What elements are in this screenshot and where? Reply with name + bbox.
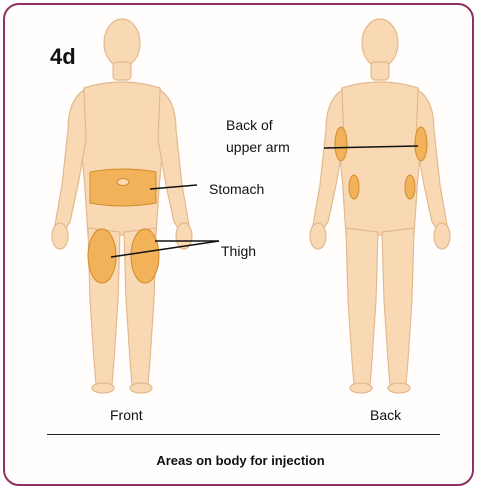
right-flank-area: [405, 175, 415, 199]
right-thigh-injection-area: [131, 229, 159, 283]
navel-marker: [117, 179, 129, 186]
left-flank-area: [349, 175, 359, 199]
stomach-injection-area: [90, 169, 156, 206]
back-view-label: Back: [370, 407, 401, 423]
left-upper-arm-injection-area: [335, 127, 347, 161]
stomach-label: Stomach: [209, 181, 264, 197]
figure-caption: Areas on body for injection: [0, 453, 481, 468]
back-of-upper-arm-label-line1: Back of: [226, 114, 310, 136]
panel-label: 4d: [50, 44, 76, 70]
front-view-label: Front: [110, 407, 143, 423]
caption-divider: [47, 434, 440, 435]
back-of-upper-arm-label-line2: upper arm: [226, 136, 310, 158]
back-body-figure: [310, 19, 450, 393]
back-of-upper-arm-label: Back of upper arm: [226, 114, 310, 158]
right-upper-arm-injection-area: [415, 127, 427, 161]
left-thigh-injection-area: [88, 229, 116, 283]
thigh-label: Thigh: [221, 243, 256, 259]
